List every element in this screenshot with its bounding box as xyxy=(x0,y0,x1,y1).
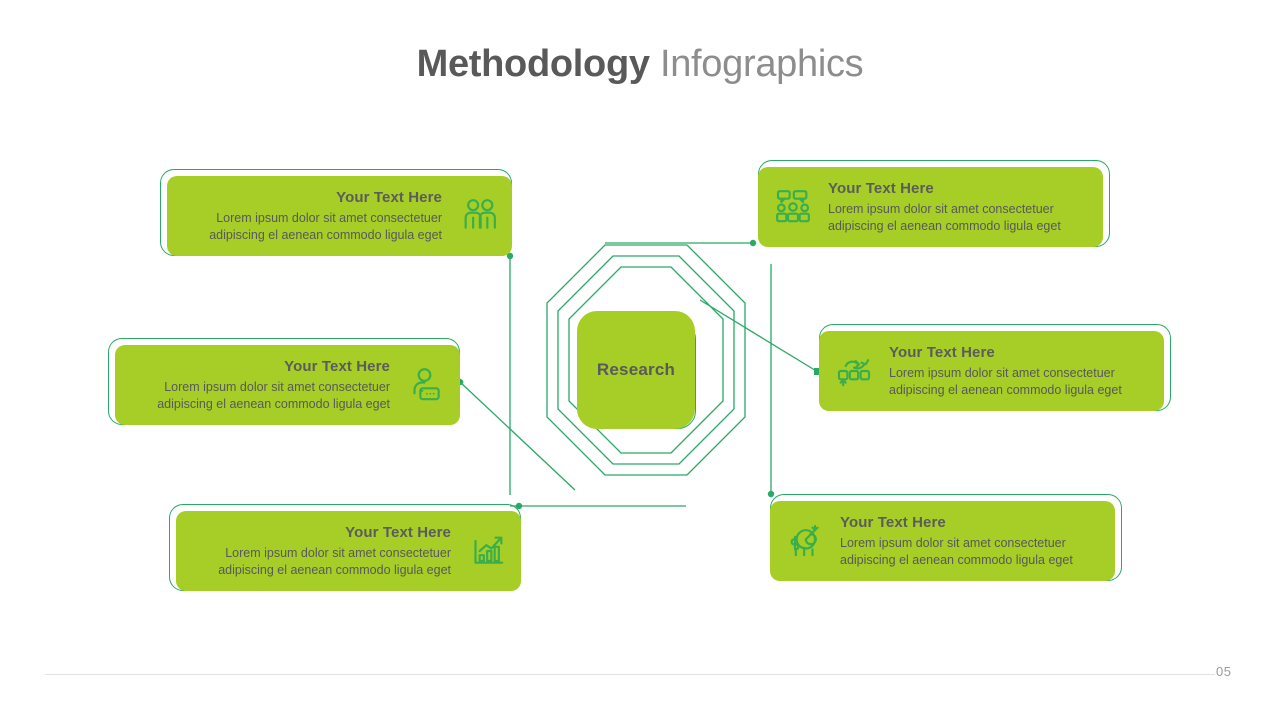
team-discussion-icon xyxy=(770,184,816,230)
card-top-left-line2: adipiscing el aenean commodo ligula eget xyxy=(209,228,442,242)
card-top-right-body[interactable]: Your Text Here Lorem ipsum dolor sit ame… xyxy=(758,167,1103,247)
card-bottom-left-line2: adipiscing el aenean commodo ligula eget xyxy=(218,563,451,577)
card-bottom-left-line1: Lorem ipsum dolor sit amet consectetuer xyxy=(225,546,451,560)
card-top-left-heading: Your Text Here xyxy=(336,189,442,206)
connector-mid-left xyxy=(459,381,576,491)
card-bottom-left-body[interactable]: Your Text Here Lorem ipsum dolor sit ame… xyxy=(176,511,521,591)
card-bottom-right-text: Your Text Here Lorem ipsum dolor sit ame… xyxy=(828,513,1099,569)
center-node-fill[interactable] xyxy=(577,311,695,429)
card-bottom-left-heading: Your Text Here xyxy=(345,524,451,541)
card-top-right-line2: adipiscing el aenean commodo ligula eget xyxy=(828,219,1061,233)
page-title-light: Infographics xyxy=(649,43,864,85)
card-mid-left-heading: Your Text Here xyxy=(284,358,390,375)
card-top-right-line1: Lorem ipsum dolor sit amet consectetuer xyxy=(828,202,1054,216)
card-mid-left-line1: Lorem ipsum dolor sit amet consectetuer xyxy=(164,380,390,394)
target-money-icon xyxy=(782,518,828,564)
card-mid-right-line1: Lorem ipsum dolor sit amet consectetuer xyxy=(889,366,1115,380)
growth-bar-chart-icon xyxy=(465,528,511,574)
page-number: 05 xyxy=(1216,664,1232,679)
card-mid-right-line2: adipiscing el aenean commodo ligula eget xyxy=(889,383,1122,397)
junction-dot-top-right xyxy=(749,239,757,247)
card-mid-left-body[interactable]: Your Text Here Lorem ipsum dolor sit ame… xyxy=(115,345,460,425)
card-mid-right-text: Your Text Here Lorem ipsum dolor sit ame… xyxy=(877,343,1148,399)
card-top-left-line1: Lorem ipsum dolor sit amet consectetuer xyxy=(216,211,442,225)
process-cycle-icon xyxy=(831,348,877,394)
center-node-label: Research xyxy=(596,360,676,379)
footer-divider xyxy=(45,674,1215,675)
page-title-bold: Methodology xyxy=(416,43,650,85)
person-speech-bubble-icon xyxy=(404,362,450,408)
card-bottom-right-line1: Lorem ipsum dolor sit amet consectetuer xyxy=(840,536,1066,550)
card-mid-right-heading: Your Text Here xyxy=(889,344,995,361)
page-title: Methodology Infographics xyxy=(0,38,1280,90)
card-top-right-heading: Your Text Here xyxy=(828,180,934,197)
connector-mid-right xyxy=(699,299,819,373)
card-bottom-right-heading: Your Text Here xyxy=(840,514,946,531)
card-mid-left-text: Your Text Here Lorem ipsum dolor sit ame… xyxy=(131,357,404,413)
card-top-left-text: Your Text Here Lorem ipsum dolor sit ame… xyxy=(183,188,456,244)
two-people-icon xyxy=(456,193,502,239)
card-mid-left-line2: adipiscing el aenean commodo ligula eget xyxy=(157,397,390,411)
card-bottom-right-body[interactable]: Your Text Here Lorem ipsum dolor sit ame… xyxy=(770,501,1115,581)
card-bottom-right-line2: adipiscing el aenean commodo ligula eget xyxy=(840,553,1073,567)
card-top-left-body[interactable]: Your Text Here Lorem ipsum dolor sit ame… xyxy=(167,176,512,256)
card-top-right-text: Your Text Here Lorem ipsum dolor sit ame… xyxy=(816,179,1087,235)
junction-dot-bottom-right xyxy=(767,490,775,498)
card-bottom-left-text: Your Text Here Lorem ipsum dolor sit ame… xyxy=(192,523,465,579)
card-mid-right-body[interactable]: Your Text Here Lorem ipsum dolor sit ame… xyxy=(819,331,1164,411)
